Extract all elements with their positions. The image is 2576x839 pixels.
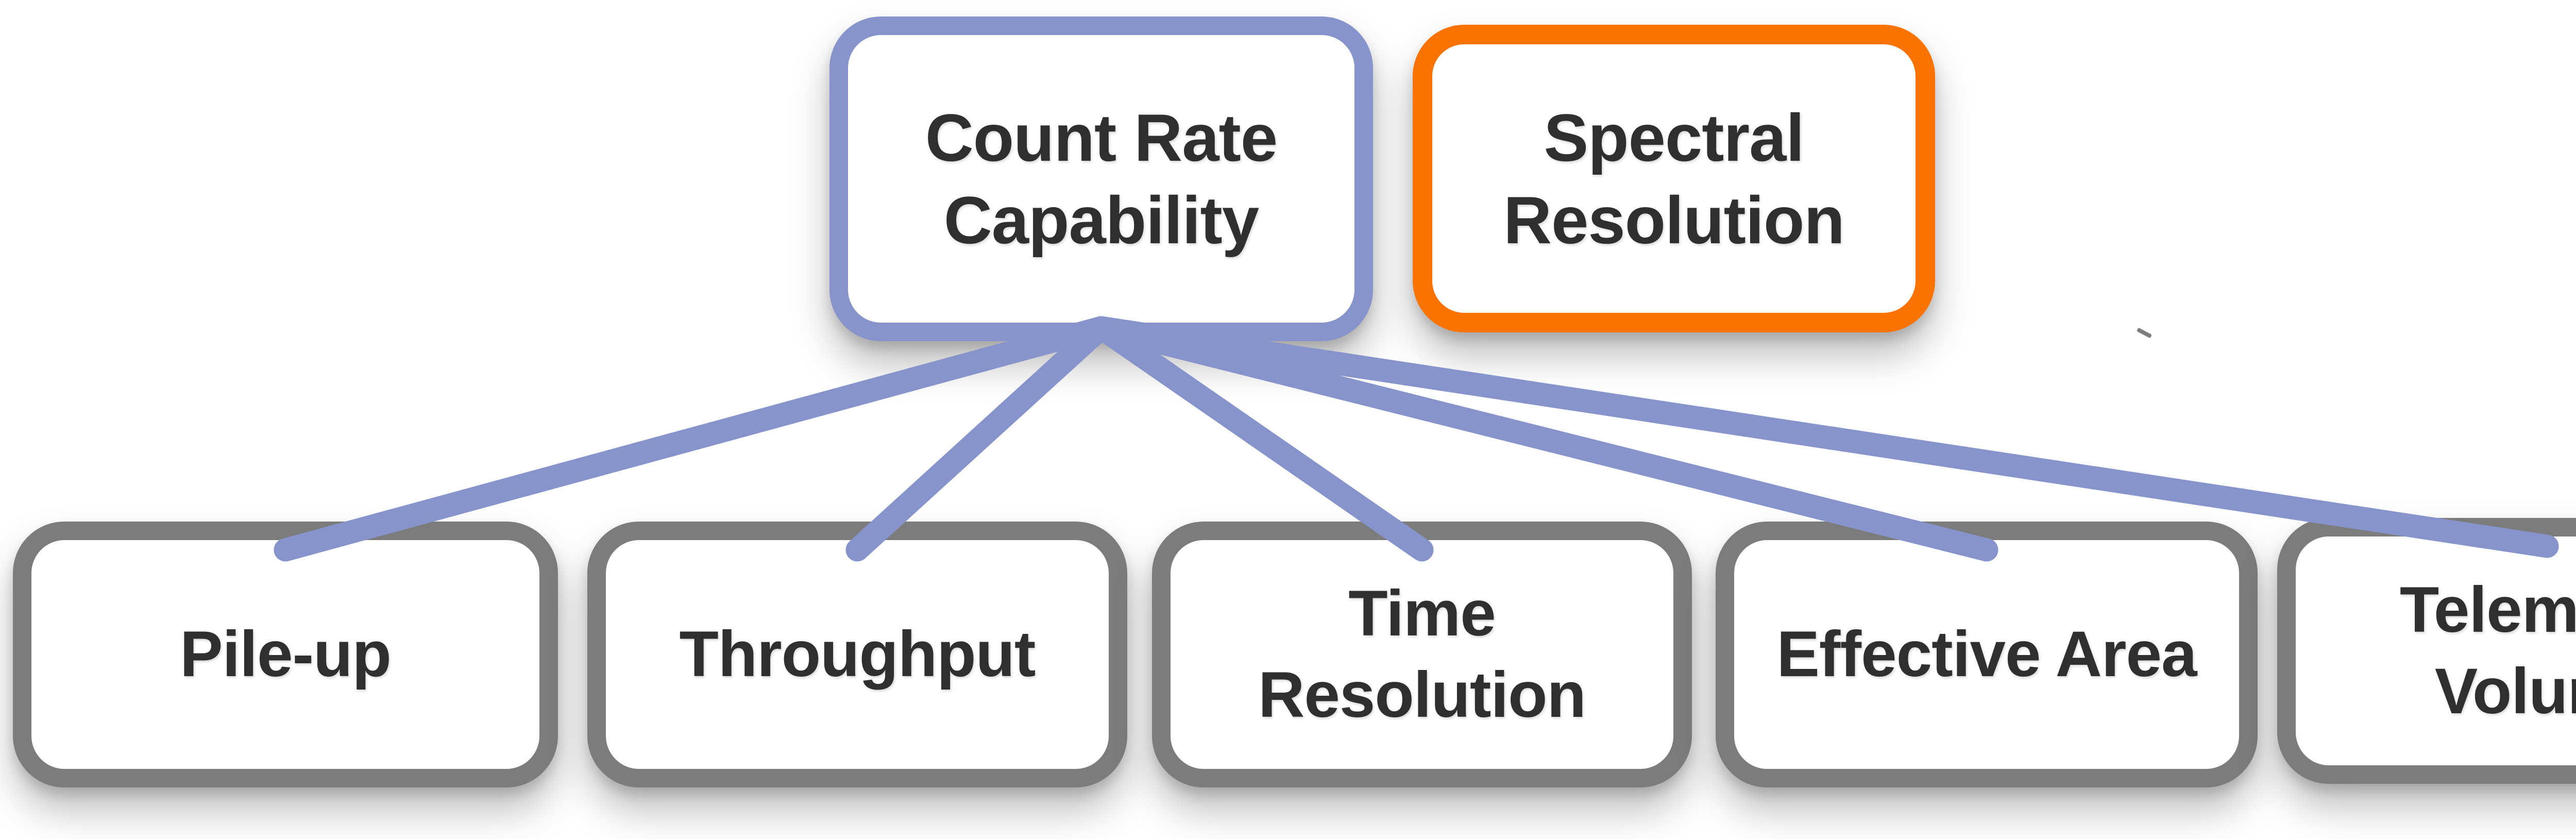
node-telemetry-volume: Telemetry Volume: [2277, 518, 2576, 784]
connector-count-rate-capability-to-pile-up: [274, 316, 1113, 562]
stray-mark: [2136, 327, 2153, 339]
node-effective-area-label: Effective Area: [1776, 618, 2197, 690]
node-count-rate-capability-label: Count Rate Capability: [925, 100, 1278, 258]
node-throughput: Throughput: [587, 522, 1127, 787]
node-time-resolution: Time Resolution: [1152, 522, 1692, 787]
connector-count-rate-capability-to-time-resolution: [1090, 316, 1434, 562]
node-spectral-resolution: Spectral Resolution: [1413, 25, 1935, 332]
node-spectral-resolution-label: Spectral Resolution: [1503, 99, 1845, 258]
node-time-resolution-label: Time Resolution: [1258, 578, 1586, 731]
node-throughput-label: Throughput: [679, 618, 1036, 690]
node-effective-area: Effective Area: [1716, 522, 2258, 787]
node-count-rate-capability: Count Rate Capability: [829, 16, 1373, 341]
node-telemetry-volume-label: Telemetry Volume: [2399, 574, 2576, 727]
connector-count-rate-capability-to-throughput: [845, 316, 1113, 562]
connector-count-rate-capability-to-effective-area: [1090, 316, 1998, 562]
node-pile-up-label: Pile-up: [180, 618, 392, 690]
node-pile-up: Pile-up: [13, 522, 558, 787]
connector-count-rate-capability-to-telemetry-volume: [1090, 316, 2559, 558]
